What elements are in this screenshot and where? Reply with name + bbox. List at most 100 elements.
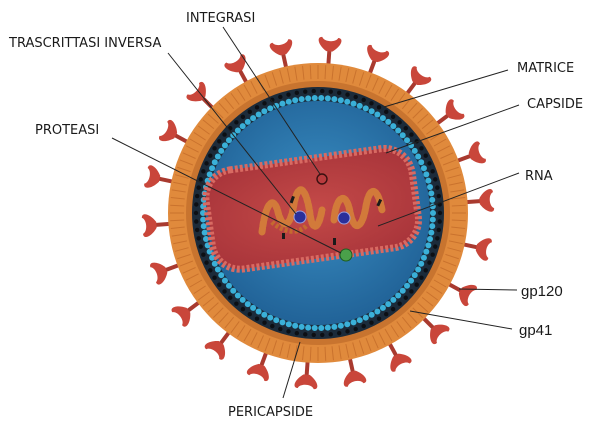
matrix-bead [218, 272, 224, 278]
matrix-dot [435, 185, 439, 189]
matrix-dot [424, 154, 428, 158]
matrix-dot [424, 268, 428, 272]
matrix-bead [226, 283, 232, 289]
matrix-bead [390, 297, 396, 303]
matrix-bead [235, 292, 241, 298]
matrix-dot [438, 219, 442, 223]
matrix-dot [212, 146, 216, 150]
matrix-bead [215, 153, 221, 159]
label-proteasi: PROTEASI [35, 123, 99, 138]
label-capside: CAPSIDE [527, 97, 583, 112]
matrix-dot [433, 177, 437, 181]
matrix-dot [255, 105, 259, 109]
matrix-bead [325, 325, 331, 331]
matrix-dot [369, 101, 373, 105]
matrix-bead [351, 319, 357, 325]
matrix-bead [299, 324, 305, 330]
matrix-bead [202, 230, 208, 236]
label-rna: RNA [525, 169, 553, 184]
matrix-bead [428, 230, 434, 236]
matrix-dot [199, 177, 203, 181]
matrix-bead [273, 317, 279, 323]
matrix-bead [428, 190, 434, 196]
matrix-bead [286, 99, 292, 105]
protease-enzyme [340, 249, 352, 261]
matrix-dot [295, 331, 299, 335]
integrase-enzyme [317, 174, 327, 184]
matrix-bead [395, 292, 401, 298]
matrix-dot [435, 236, 439, 240]
matrix-dot [433, 244, 437, 248]
matrix-dot [320, 333, 324, 337]
matrix-dot [391, 307, 395, 311]
matrix-dot [384, 312, 388, 316]
matrix-bead [286, 321, 292, 327]
matrix-bead [325, 95, 331, 101]
label-matrice: MATRICE [517, 61, 574, 76]
matrix-dot [194, 219, 198, 223]
matrix-bead [344, 99, 350, 105]
matrix-dot [345, 329, 349, 333]
gp120-knob [318, 37, 342, 53]
matrix-bead [400, 132, 406, 138]
matrix-bead [245, 119, 251, 125]
matrix-bead [429, 223, 435, 229]
matrix-dot [201, 169, 205, 173]
matrix-bead [292, 323, 298, 329]
matrix-dot [437, 228, 441, 232]
matrix-bead [218, 148, 224, 154]
matrix-dot [397, 301, 401, 305]
matrix-dot [248, 312, 252, 316]
matrix-bead [256, 308, 262, 314]
label-integrasi: INTEGRASI [186, 11, 255, 26]
matrix-dot [195, 194, 199, 198]
matrix-bead [385, 301, 391, 307]
matrix-dot [228, 296, 232, 300]
matrix-dot [234, 120, 238, 124]
gp120-knob [364, 44, 390, 65]
matrix-bead [423, 171, 429, 177]
matrix-bead [230, 288, 236, 294]
matrix-bead [400, 288, 406, 294]
matrix-dot [337, 91, 341, 95]
gp120-knob [386, 350, 413, 373]
matrix-dot [222, 132, 226, 136]
matrix-bead [222, 142, 228, 148]
label-gp120: gp120 [521, 283, 563, 300]
gp120-knob [474, 236, 493, 261]
reverse-transcriptase-enzyme [294, 211, 306, 223]
gp120-knob [142, 213, 158, 237]
matrix-bead [395, 128, 401, 134]
matrix-dot [419, 275, 423, 279]
matrix-bead [212, 261, 218, 267]
matrix-dot [427, 260, 431, 264]
matrix-bead [408, 278, 414, 284]
matrix-bead [412, 148, 418, 154]
gp120-knob [479, 189, 495, 213]
matrix-dot [208, 268, 212, 272]
matrix-bead [380, 305, 386, 311]
matrix-dot [194, 202, 198, 206]
matrix-dot [196, 236, 200, 240]
label-trascrittasi-inversa: TRASCRITTASI INVERSA [8, 36, 161, 51]
matrix-dot [303, 332, 307, 336]
matrix-dot [384, 110, 388, 114]
matrix-bead [357, 317, 363, 323]
matrix-dot [397, 120, 401, 124]
matrix-dot [262, 320, 266, 324]
matrix-dot [437, 194, 441, 198]
matrix-dot [329, 89, 333, 93]
matrix-dot [286, 329, 290, 333]
matrix-dot [262, 101, 266, 105]
matrix-bead [412, 272, 418, 278]
matrix-bead [425, 178, 431, 184]
matrix-bead [357, 103, 363, 109]
matrix-dot [427, 161, 431, 165]
gp120-knob [170, 301, 195, 328]
matrix-bead [418, 159, 424, 165]
matrix-bead [351, 101, 357, 107]
matrix-bead [240, 297, 246, 303]
matrix-dot [278, 327, 282, 331]
matrix-dot [212, 275, 216, 279]
